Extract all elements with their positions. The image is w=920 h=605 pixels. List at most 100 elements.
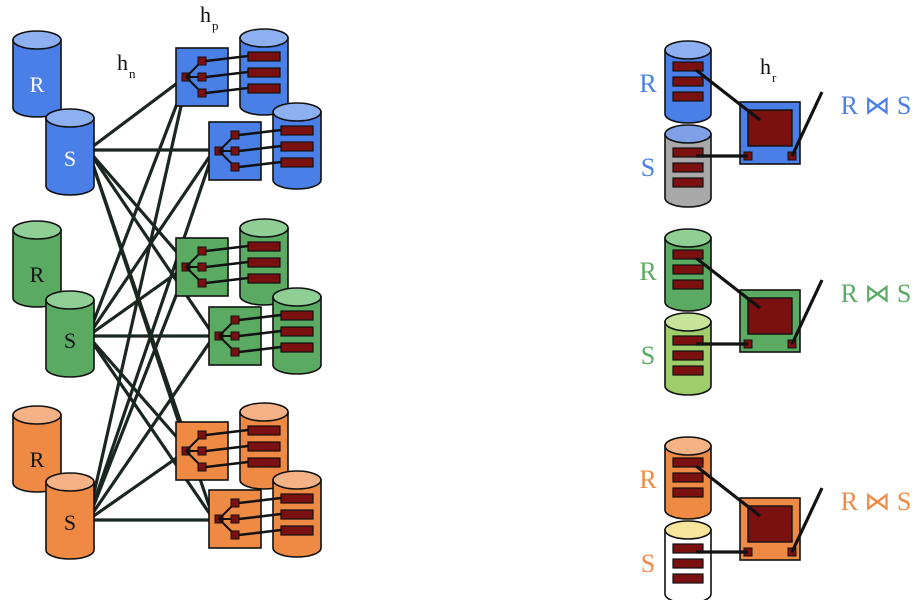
join-s-label-green: S <box>641 341 655 370</box>
hash-leaf <box>197 462 207 472</box>
partition-node-orange-1 <box>175 402 289 490</box>
bucket-bar <box>280 509 314 520</box>
bucket-link <box>238 313 282 322</box>
partition-node-blue-2 <box>208 102 322 190</box>
bucket-bar <box>672 249 704 260</box>
hash-leaf <box>230 146 240 156</box>
join-r-label-green: R <box>639 257 657 286</box>
bucket-bar <box>247 257 281 268</box>
bucket-link <box>238 496 282 505</box>
bucket-bar <box>672 162 704 173</box>
bucket-bar <box>247 273 281 284</box>
bucket-bar <box>280 157 314 168</box>
network-edge <box>86 149 216 521</box>
join-link-out <box>790 487 824 553</box>
bucket-link <box>205 444 249 453</box>
source-r-label-blue: R <box>30 72 45 97</box>
hash-leaf <box>197 88 207 98</box>
bucket-link <box>205 276 249 285</box>
bucket-link <box>238 528 282 537</box>
hash-leaf <box>230 498 240 508</box>
network-edge <box>86 74 190 521</box>
join-s-label-orange: S <box>641 549 655 578</box>
bucket-bar <box>247 51 281 62</box>
bucket-link <box>205 54 249 63</box>
network-edge <box>86 335 216 521</box>
bucket-bar <box>672 61 704 72</box>
bucket-bar <box>280 326 314 337</box>
hash-leaf <box>197 446 207 456</box>
bucket-bar <box>247 83 281 94</box>
join-link-r <box>695 464 761 518</box>
partition-node-green-1 <box>175 218 289 306</box>
svg-text:r: r <box>772 70 777 85</box>
bucket-link <box>238 128 282 137</box>
bucket-bar <box>280 342 314 353</box>
bucket-bar <box>280 310 314 321</box>
hash-leaf <box>197 278 207 288</box>
partition-node-green-2 <box>208 287 322 375</box>
bucket-bar <box>280 141 314 152</box>
hash-leaf <box>230 347 240 357</box>
join-s-label-blue: S <box>641 153 655 182</box>
bucket-link <box>205 244 249 253</box>
bucket-bar <box>672 264 704 275</box>
bucket-bar <box>672 279 704 290</box>
bucket-link <box>238 345 282 354</box>
bucket-link <box>238 512 282 521</box>
bucket-bar <box>672 457 704 468</box>
bucket-link <box>205 70 249 79</box>
source-r-label-orange: R <box>30 447 45 472</box>
source-s-green <box>45 290 95 378</box>
bucket-bar <box>280 525 314 536</box>
bucket-link <box>238 144 282 153</box>
hash-leaf <box>230 162 240 172</box>
join-result-label-orange: R ⋈ S <box>841 487 912 516</box>
join-result-label-green: R ⋈ S <box>841 279 912 308</box>
source-s-orange <box>45 472 95 560</box>
join-node-green: R S R ⋈ S <box>639 228 912 396</box>
join-result-label-blue: R ⋈ S <box>841 91 912 120</box>
bucket-bar <box>247 241 281 252</box>
bucket-bar <box>280 493 314 504</box>
network-edge <box>87 73 189 152</box>
partition-nodes <box>175 28 322 558</box>
label-h-p: h p <box>200 2 219 33</box>
bucket-bar <box>672 558 704 569</box>
bucket-link <box>205 460 249 469</box>
join-link-r <box>695 68 761 122</box>
label-h-r: h r <box>760 54 777 85</box>
bucket-bar <box>672 177 704 188</box>
source-s-label-orange: S <box>64 510 76 535</box>
bucket-bar <box>247 441 281 452</box>
join-link-out <box>790 279 824 345</box>
bucket-bar <box>280 125 314 136</box>
bucket-bar <box>247 457 281 468</box>
svg-text:n: n <box>129 66 136 81</box>
shuffle-network <box>86 73 216 522</box>
source-r-label-green: R <box>30 262 45 287</box>
bucket-bar <box>672 543 704 554</box>
bucket-link <box>205 428 249 437</box>
bucket-link <box>238 329 282 338</box>
source-r-orange <box>12 405 62 493</box>
hash-leaf <box>197 246 207 256</box>
bucket-bar <box>672 147 704 158</box>
network-edge <box>86 264 190 521</box>
join-link-out <box>790 91 824 157</box>
bucket-link <box>238 160 282 169</box>
hash-leaf <box>230 315 240 325</box>
svg-text:h: h <box>117 50 128 75</box>
bucket-bar <box>672 350 704 361</box>
hash-leaf <box>197 430 207 440</box>
hash-leaf <box>230 130 240 140</box>
source-s-label-green: S <box>64 328 76 353</box>
bucket-bar <box>672 573 704 584</box>
join-node-orange: RSR ⋈ S <box>639 436 912 604</box>
bucket-bar <box>247 425 281 436</box>
join-link-r <box>695 256 761 310</box>
